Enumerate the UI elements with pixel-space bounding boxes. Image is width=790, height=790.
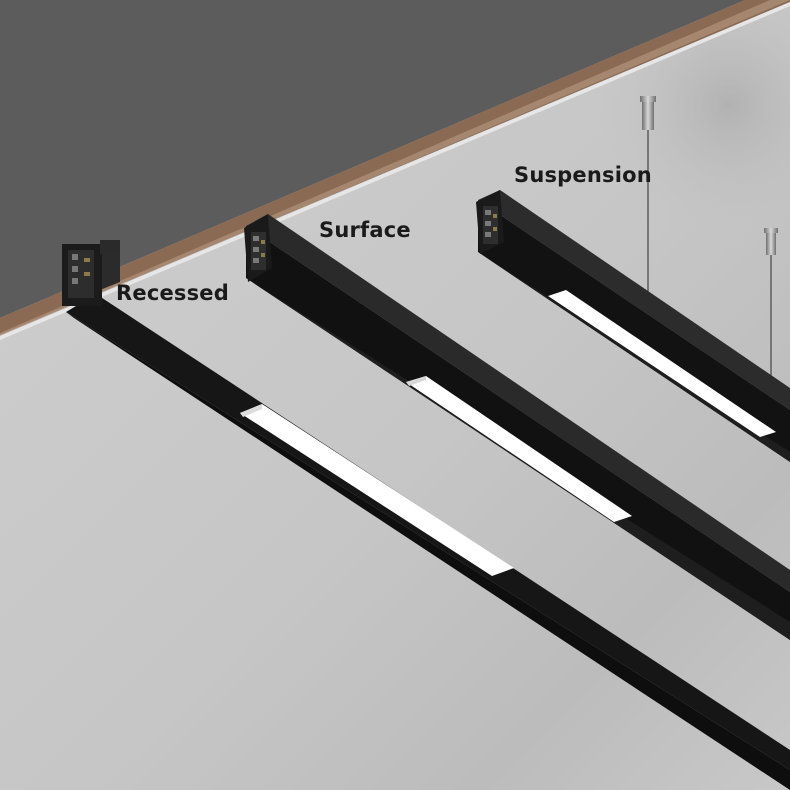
- surface-profile: [244, 214, 790, 640]
- recessed-diffuser: [240, 404, 514, 576]
- recessed-profile: [62, 240, 790, 790]
- surface-label: Surface: [319, 218, 411, 242]
- surface-diffuser: [406, 376, 632, 522]
- suspension-label: Suspension: [514, 163, 652, 187]
- recessed-label: Recessed: [116, 281, 229, 305]
- ceiling-edge-line: [0, 2, 790, 340]
- suspension-profile: [476, 96, 790, 462]
- ceiling-anchor: [640, 96, 656, 130]
- suspension-diffuser: [548, 290, 776, 437]
- ceiling-anchor: [764, 228, 778, 255]
